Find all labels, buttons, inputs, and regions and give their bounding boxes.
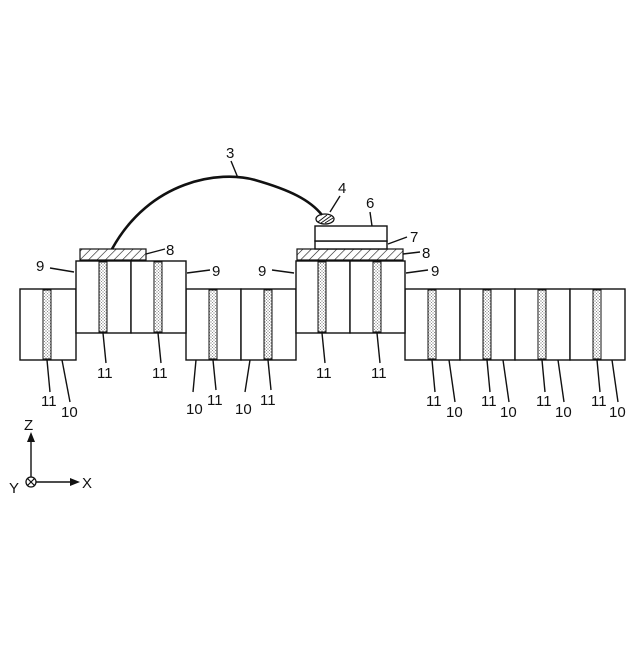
label-10: 10: [235, 401, 252, 418]
y-into-page-icon: [26, 477, 36, 487]
label-3: 3: [226, 145, 234, 162]
via: [593, 290, 601, 359]
via: [43, 290, 51, 359]
label-10: 10: [186, 401, 203, 418]
label-10: 10: [609, 404, 626, 421]
label-10: 10: [555, 404, 572, 421]
via: [373, 262, 381, 332]
pad-left: [80, 249, 146, 260]
label-10: 10: [500, 404, 517, 421]
label-9-a: 9: [36, 258, 44, 275]
axis-label-y: Y: [9, 480, 19, 497]
label-4: 4: [338, 180, 346, 197]
via: [318, 262, 326, 332]
label-11: 11: [152, 365, 168, 382]
axis-label-z: Z: [24, 417, 33, 434]
coordinate-axes: Z Y X: [9, 417, 92, 497]
via: [538, 290, 546, 359]
label-11: 11: [316, 365, 332, 382]
label-11: 11: [536, 393, 552, 410]
label-8-left: 8: [166, 242, 174, 259]
label-10: 10: [446, 404, 463, 421]
bump-4: [316, 214, 334, 224]
label-11: 11: [207, 392, 223, 409]
label-9-b: 9: [212, 263, 220, 280]
x-arrow-icon: [70, 478, 80, 486]
bonding-wire: [112, 177, 322, 249]
via: [209, 290, 217, 359]
label-7: 7: [410, 229, 418, 246]
label-11: 11: [260, 392, 276, 409]
label-11: 11: [591, 393, 607, 410]
chip-6: [315, 226, 387, 241]
via: [264, 290, 272, 359]
via: [483, 290, 491, 359]
axis-label-x: X: [82, 475, 92, 492]
layer-7: [315, 241, 387, 249]
via: [154, 262, 162, 332]
label-11: 11: [481, 393, 497, 410]
label-10: 10: [61, 404, 78, 421]
label-11: 11: [41, 393, 57, 410]
label-11: 11: [371, 365, 387, 382]
via: [428, 290, 436, 359]
via: [99, 262, 107, 332]
label-6: 6: [366, 195, 374, 212]
label-8-right: 8: [422, 245, 430, 262]
label-11: 11: [97, 365, 113, 382]
pad-right: [297, 249, 403, 260]
label-9-d: 9: [431, 263, 439, 280]
label-9-c: 9: [258, 263, 266, 280]
label-11: 11: [426, 393, 442, 410]
